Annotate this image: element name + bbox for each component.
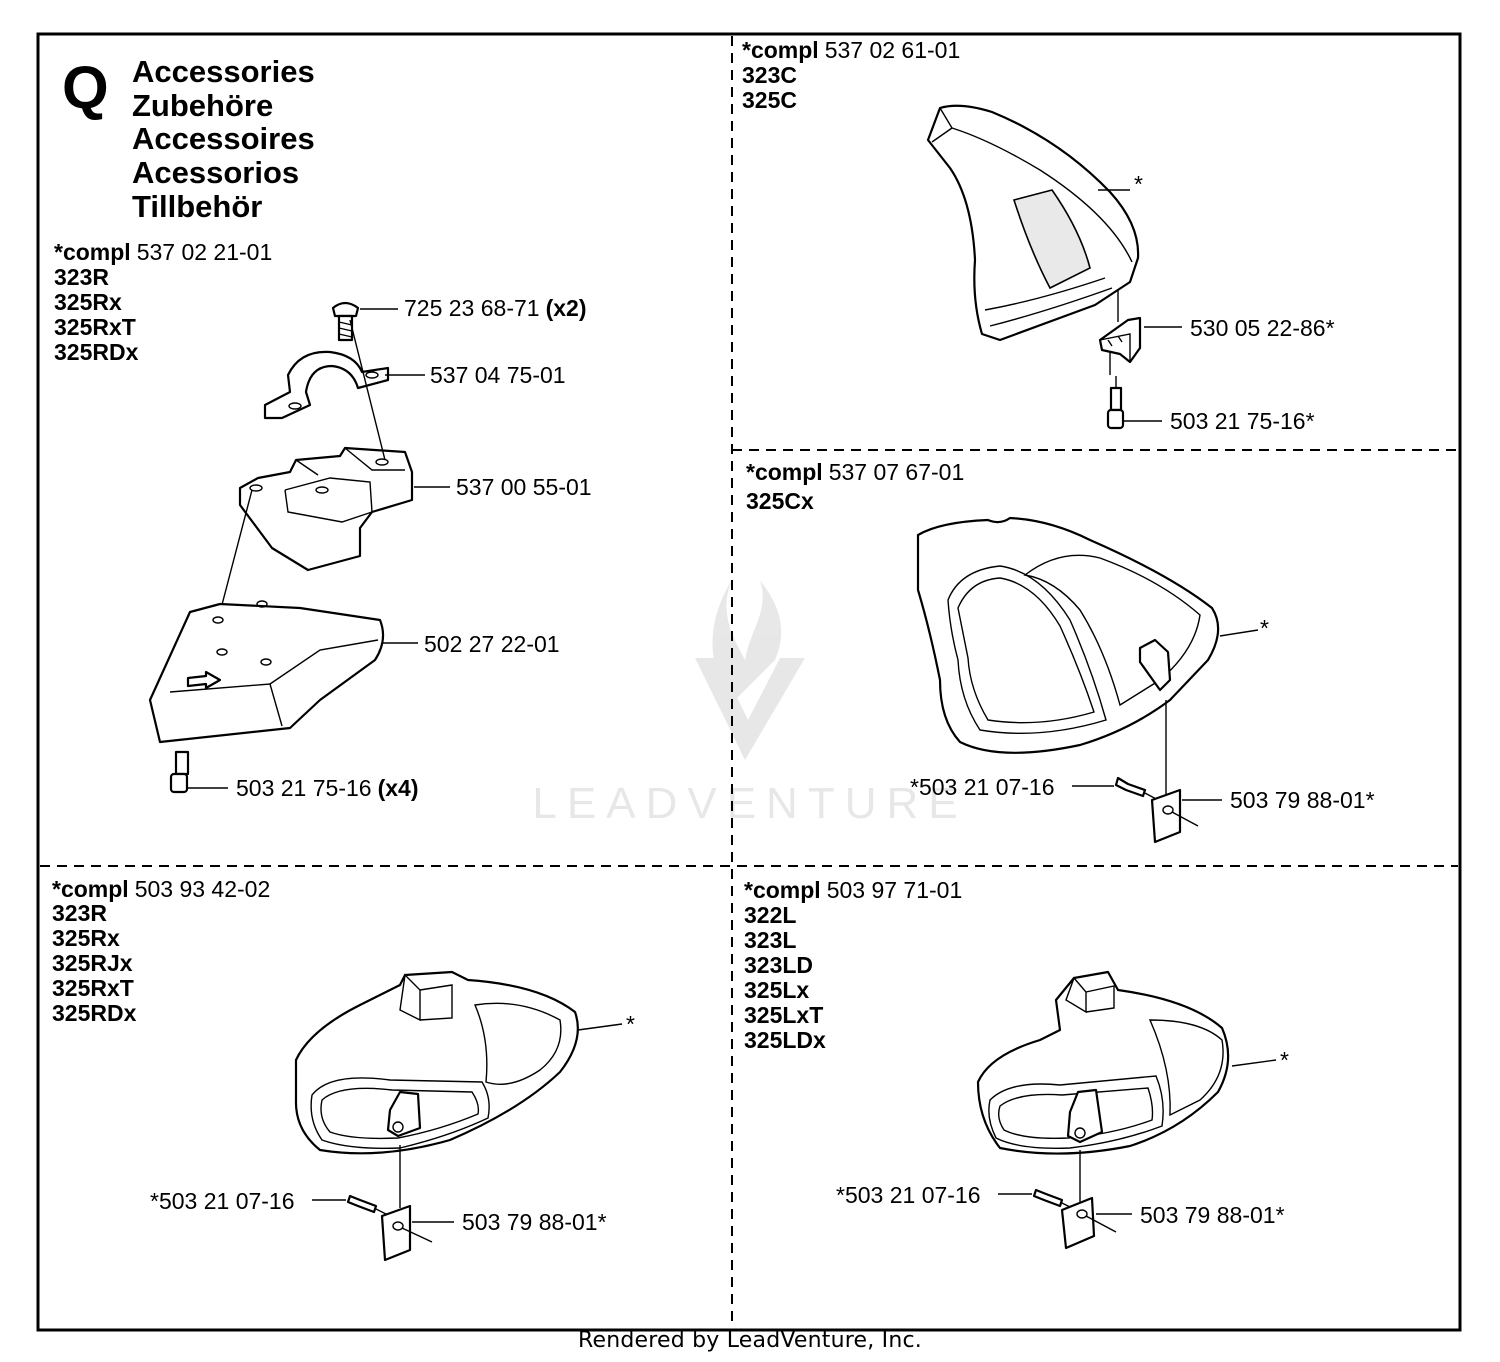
title-pt: Acessorios <box>132 155 299 190</box>
guard-assembly-503-93-42-02-drawing <box>294 970 579 1155</box>
part-label: 503 21 75-16(x4) <box>236 775 418 801</box>
part-label: 537 00 55-01 <box>456 474 592 500</box>
model-label: 325Cx <box>746 488 814 514</box>
part-label: * <box>1260 615 1269 641</box>
model-label: 325LxT <box>744 1002 823 1028</box>
clamp-537-04-75-01-drawing <box>263 350 390 420</box>
guard-assembly-503-97-71-01-drawing <box>976 970 1230 1155</box>
title-fr: Accessoires <box>132 121 315 156</box>
title-en: Accessories <box>132 54 315 89</box>
flame-logo-icon <box>712 575 782 700</box>
footer-credit: Rendered by LeadVenture, Inc. <box>578 1328 922 1353</box>
watermark: LEADVENTURE <box>532 575 967 828</box>
part-label: 537 04 75-01 <box>430 362 566 388</box>
guard-assembly-537-02-61-01-drawing <box>926 104 1140 342</box>
model-label: 325Lx <box>744 977 809 1003</box>
guard-502-27-22-01-drawing <box>148 600 385 744</box>
guard-assembly-537-07-67-01-drawing <box>916 516 1220 754</box>
bracket-530-05-22-86-drawing <box>1098 290 1142 375</box>
part-label: * <box>1280 1047 1289 1073</box>
model-label: 323L <box>744 927 796 953</box>
part-label: *503 21 07-16 <box>836 1182 981 1208</box>
clip-503-79-88-01-drawing <box>1150 788 1199 844</box>
model-label: 325RDx <box>52 1000 137 1026</box>
model-label: 323LD <box>744 952 813 978</box>
part-label: 503 21 75-16* <box>1170 408 1315 434</box>
part-label: *503 21 07-16 <box>910 774 1055 800</box>
part-label: 503 79 88-01* <box>1140 1202 1285 1228</box>
model-label: 325LDx <box>744 1027 826 1053</box>
screw-503-21-75-16-drawing <box>1106 376 1125 430</box>
part-label: *503 21 07-16 <box>150 1188 295 1214</box>
clip-503-79-88-01-drawing <box>380 1204 433 1262</box>
part-label: 503 79 88-01* <box>1230 787 1375 813</box>
screw-503-21-07-16-drawing <box>346 1194 389 1216</box>
model-label: 325Rx <box>52 925 120 951</box>
part-label: 530 05 22-86* <box>1190 315 1335 341</box>
model-label: 323R <box>52 900 107 926</box>
part-label: 502 27 22-01 <box>424 631 560 657</box>
screw-503-21-07-16-drawing <box>1032 1188 1073 1209</box>
model-label: 325RJx <box>52 950 133 976</box>
model-label: 322L <box>744 902 796 928</box>
title-sv: Tillbehör <box>132 189 262 224</box>
title-de: Zubehöre <box>132 88 273 123</box>
model-label: 325Rx <box>54 289 122 315</box>
model-label: 323R <box>54 264 109 290</box>
model-label: 325RxT <box>54 314 136 340</box>
part-label: 503 79 88-01* <box>462 1209 607 1235</box>
outer-border <box>36 32 1462 1332</box>
bracket-537-00-55-01-drawing <box>238 446 414 572</box>
part-label: 725 23 68-71(x2) <box>404 295 586 321</box>
v-logo-icon <box>695 658 805 760</box>
model-label: 325RDx <box>54 339 139 365</box>
part-label: * <box>1134 171 1143 197</box>
screw-503-21-07-16-drawing <box>1114 776 1159 801</box>
screw-503-21-75-16-drawing <box>169 750 190 794</box>
model-label: 325RxT <box>52 975 134 1001</box>
section-letter: Q <box>62 54 109 121</box>
model-label: 325C <box>742 87 797 113</box>
part-label: * <box>626 1011 635 1037</box>
bolt-725-23-68-71-drawing <box>331 301 360 342</box>
watermark-text: LEADVENTURE <box>532 779 967 828</box>
clip-503-79-88-01-drawing <box>1060 1196 1117 1250</box>
model-label: 323C <box>742 62 797 88</box>
